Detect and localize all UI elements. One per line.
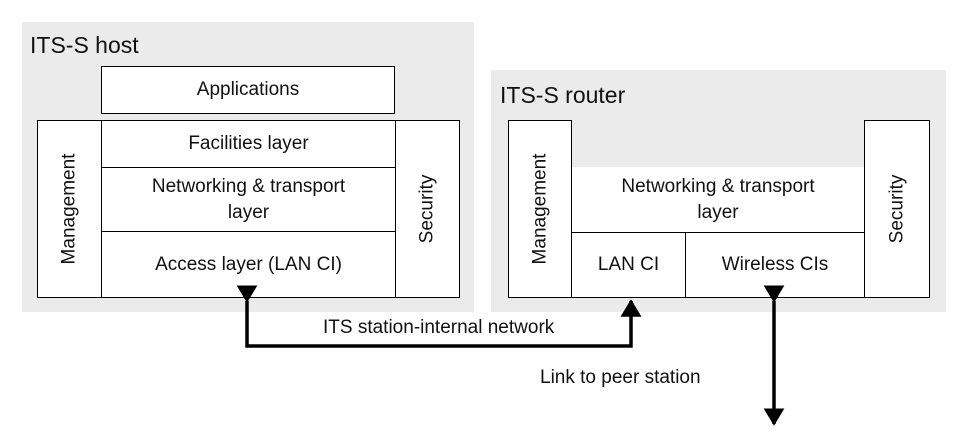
router-networking-label-line2: layer [697, 201, 739, 223]
router-management-box: Management [508, 120, 572, 298]
host-facilities-label: Facilities layer [188, 133, 309, 154]
peer-link-label: Link to peer station [540, 367, 701, 388]
host-applications-box: Applications [101, 66, 395, 114]
internal-network-label: ITS station-internal network [323, 317, 555, 338]
router-networking-box: Networking & transport layer [571, 167, 865, 233]
router-lan-ci-label: LAN CI [597, 254, 660, 275]
host-networking-label-line2: layer [227, 201, 270, 223]
host-applications-label: Applications [196, 79, 300, 100]
host-access-label: Access layer (LAN CI) [155, 253, 342, 275]
router-wireless-cis-label: Wireless CIs [721, 254, 829, 275]
host-management-box: Management [37, 120, 102, 298]
internal-network-arrow [236, 285, 642, 348]
router-title: ITS-S router [500, 82, 626, 108]
router-security-box: Security [864, 120, 930, 298]
router-networking-label-line1: Networking & transport [621, 175, 815, 197]
host-networking-label-line1: Networking & transport [151, 175, 346, 197]
host-security-box: Security [395, 120, 460, 298]
host-title: ITS-S host [30, 32, 139, 58]
